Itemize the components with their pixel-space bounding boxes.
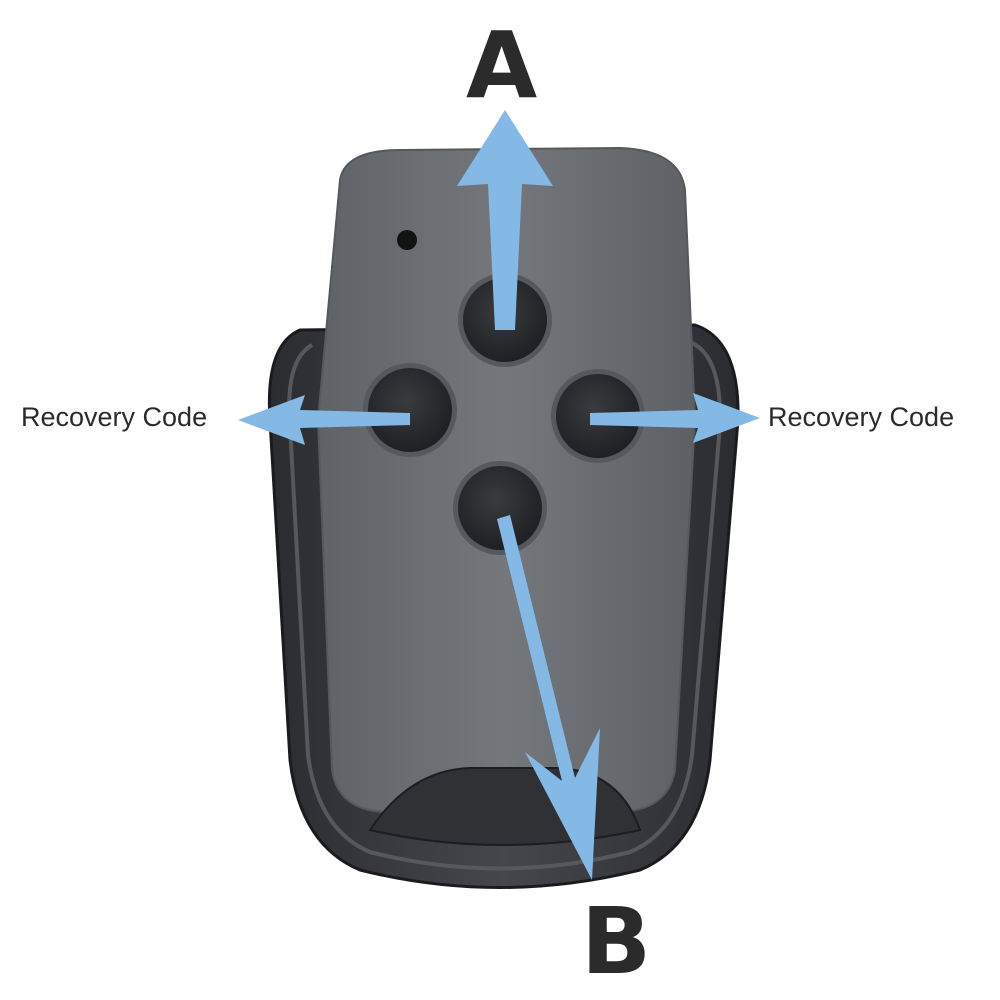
label-recovery-code-left: Recovery Code [21,402,208,432]
arrow-up-icon [457,110,553,330]
label-b: B [581,888,652,995]
holder-rim [287,340,723,871]
button-bottom [453,461,547,555]
label-recovery-code-right: Recovery Code [768,402,955,432]
button-left [363,363,457,457]
label-a: A [466,12,538,119]
arrow-down-icon [497,515,600,880]
arrow-left-icon [238,395,410,445]
arrow-right-icon [590,393,760,443]
led-indicator [397,230,417,250]
